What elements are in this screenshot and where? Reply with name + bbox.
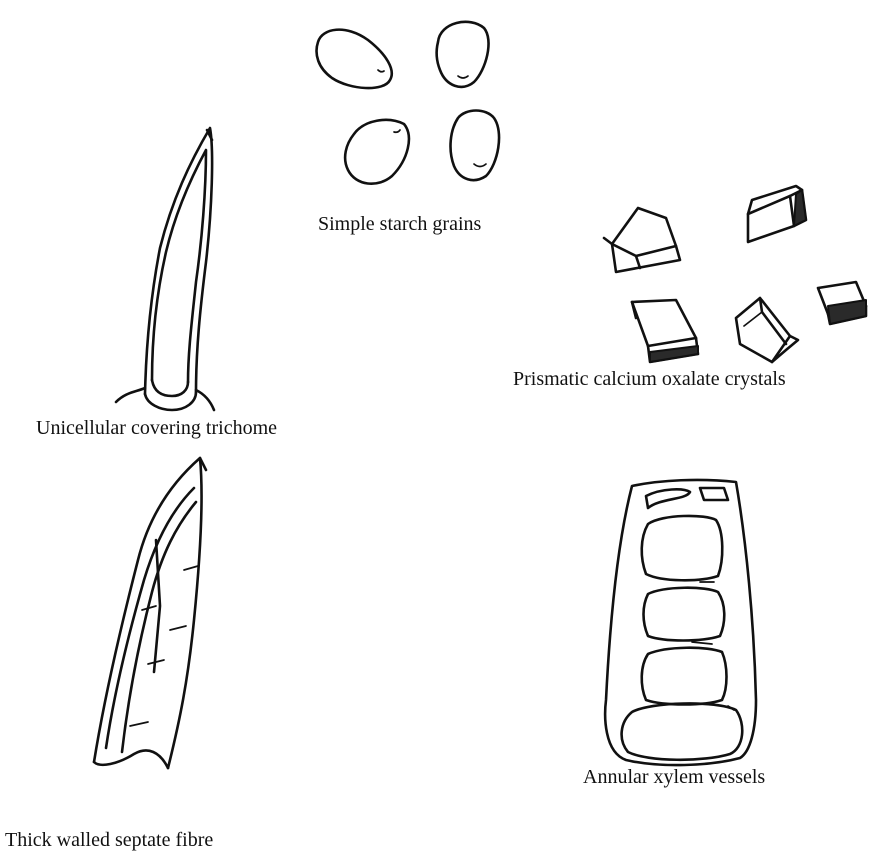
covering-trichome <box>116 128 214 410</box>
septate-fibre <box>94 458 206 768</box>
starch-grains <box>317 22 500 184</box>
trichome-label: Unicellular covering trichome <box>36 418 277 438</box>
crystal <box>736 298 798 362</box>
xylem-vessel <box>605 480 756 765</box>
crystal <box>604 208 680 272</box>
starch-grain <box>437 22 489 87</box>
starch-grains-label: Simple starch grains <box>318 214 481 234</box>
calcium-oxalate-crystals <box>604 186 866 362</box>
starch-grain <box>345 120 409 184</box>
starch-grain <box>317 30 392 88</box>
starch-grain <box>451 111 500 181</box>
crystal <box>748 186 806 242</box>
crystals-label: Prismatic calcium oxalate crystals <box>513 369 786 389</box>
fibre-label: Thick walled septate fibre <box>5 830 213 850</box>
xylem-label: Annular xylem vessels <box>583 767 765 787</box>
crystal <box>818 282 866 324</box>
crystal <box>632 300 698 362</box>
